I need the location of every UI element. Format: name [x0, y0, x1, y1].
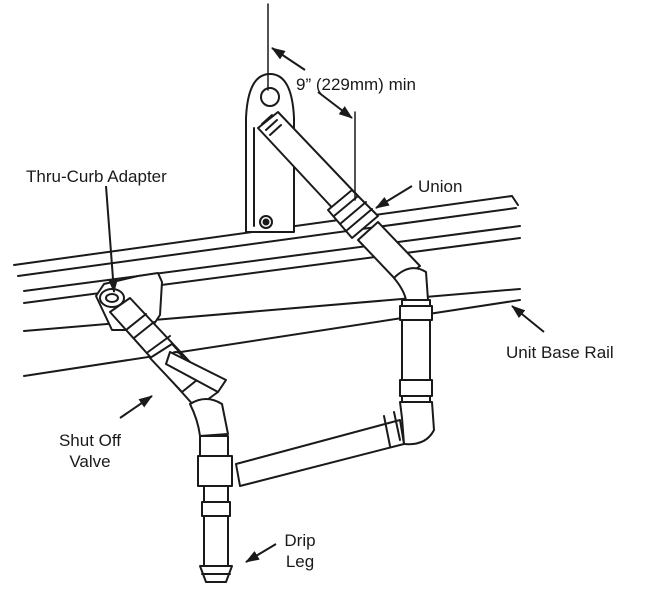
shutoff-label-line1: Shut Off: [58, 431, 122, 450]
adapter-label: Thru-Curb Adapter: [26, 167, 167, 186]
drip-label-line1: Drip: [284, 531, 316, 550]
right-vertical-pipe: [399, 299, 435, 446]
drip-leg-label: Drip Leg: [274, 530, 326, 572]
drip-arrow: [245, 543, 277, 563]
dimension-label: 9” (229mm) min: [296, 75, 416, 94]
union-label: Union: [418, 177, 463, 196]
dimension-arrow-left: [271, 47, 306, 71]
union-fitting: [327, 189, 379, 239]
mounting-bracket: [245, 73, 295, 233]
shutoff-valve: [149, 343, 227, 393]
base-rail-arrow: [511, 305, 545, 333]
dimension-arrow-right: [317, 91, 353, 119]
lower-cross-pipe: [235, 411, 405, 487]
shutoff-arrow: [119, 395, 153, 419]
dimension-lines: [267, 3, 356, 201]
drip-label-line2: Leg: [285, 552, 315, 571]
adapter-arrow: [105, 185, 119, 293]
union-arrow: [375, 185, 413, 209]
shutoff-label-line2: Valve: [69, 452, 111, 471]
drip-leg: [197, 435, 233, 583]
base-rail-label: Unit Base Rail: [506, 343, 614, 362]
valve-elbow: [189, 398, 229, 437]
shutoff-label: Shut Off Valve: [40, 430, 140, 472]
union-to-elbow-pipe: [357, 221, 429, 301]
